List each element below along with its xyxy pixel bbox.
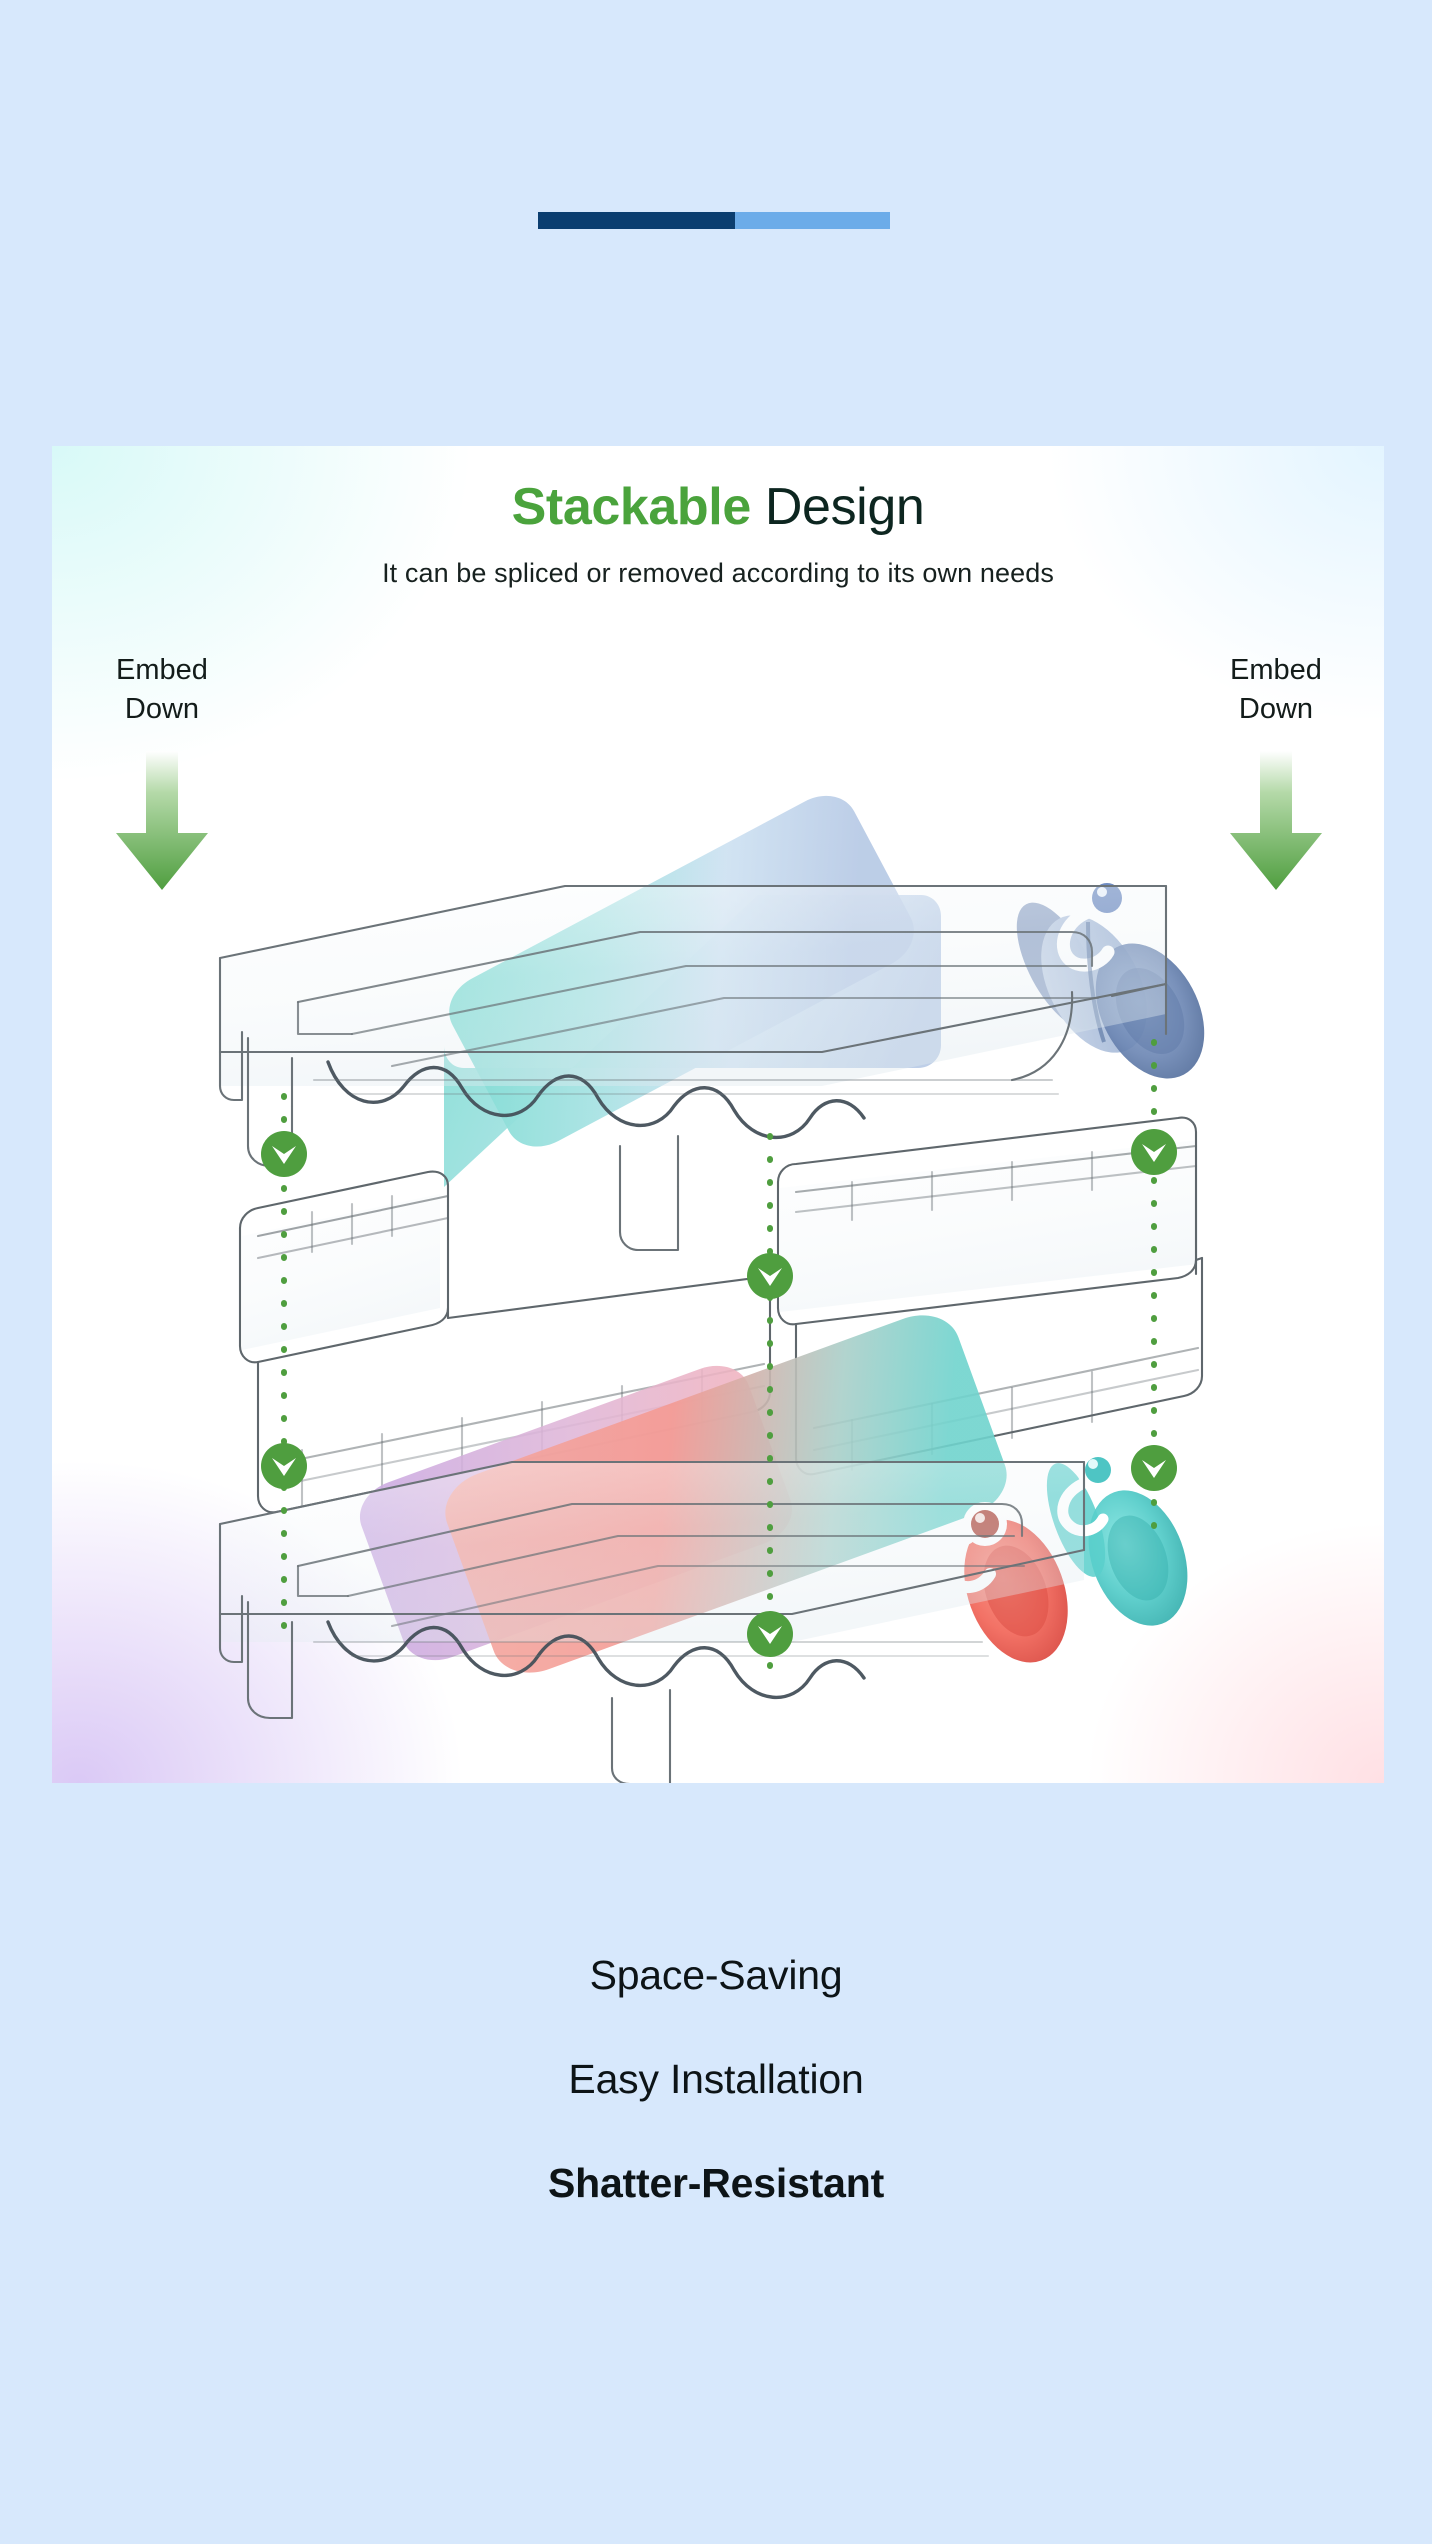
page-title: Stackable Design <box>52 478 1384 536</box>
bottle-top-teal-blue <box>444 795 1205 1187</box>
embed-chevron-markers <box>261 1129 1177 1657</box>
page-title-highlight: Stackable <box>511 478 752 536</box>
benefit-item: Easy Installation <box>568 2056 864 2102</box>
callout-embed-down-left: Embed Down <box>62 651 262 891</box>
bottle-bottom-teal <box>1046 1449 1188 1626</box>
chevron-down-badge-icon <box>1131 1129 1177 1175</box>
progress-filled-segment <box>538 212 736 229</box>
bottle-bottom-coral <box>445 1315 1068 1673</box>
callout-label-left: Embed Down <box>116 654 208 726</box>
page-progress-indicator[interactable] <box>538 212 890 229</box>
benefits-list: Space-Saving Easy Installation Shatter-R… <box>0 1955 1432 2204</box>
page-subtitle: It can be spliced or removed according t… <box>382 558 1054 588</box>
benefit-item: Space-Saving <box>589 1952 843 1998</box>
rack-tier-middle-right-rail <box>776 1116 1204 1476</box>
chevron-down-badge-icon <box>747 1253 793 1299</box>
rack-tier-bottom <box>218 1460 1086 1783</box>
rack-tier-middle-left-rail <box>238 1170 772 1514</box>
chevron-down-badge-icon <box>261 1443 307 1489</box>
rack-tier-top <box>218 884 1168 1252</box>
embed-guide-lines <box>281 1039 1157 1689</box>
chevron-down-badge-icon <box>261 1131 307 1177</box>
chevron-down-badge-icon <box>1131 1445 1177 1491</box>
down-arrow-icon <box>1176 751 1376 891</box>
progress-track-segment <box>735 212 890 229</box>
chevron-down-badge-icon <box>747 1611 793 1657</box>
down-arrow-icon <box>62 751 262 891</box>
callout-label-right: Embed Down <box>1230 654 1322 726</box>
page-title-rest: Design <box>750 478 925 536</box>
callout-embed-down-right: Embed Down <box>1176 651 1376 891</box>
benefit-item: Shatter-Resistant <box>547 2160 885 2206</box>
stackable-bottle-rack-illustration <box>218 795 1205 1783</box>
feature-card: Stackable Design It can be spliced or re… <box>52 446 1384 1783</box>
bottle-bottom-lavender <box>360 1365 792 1661</box>
